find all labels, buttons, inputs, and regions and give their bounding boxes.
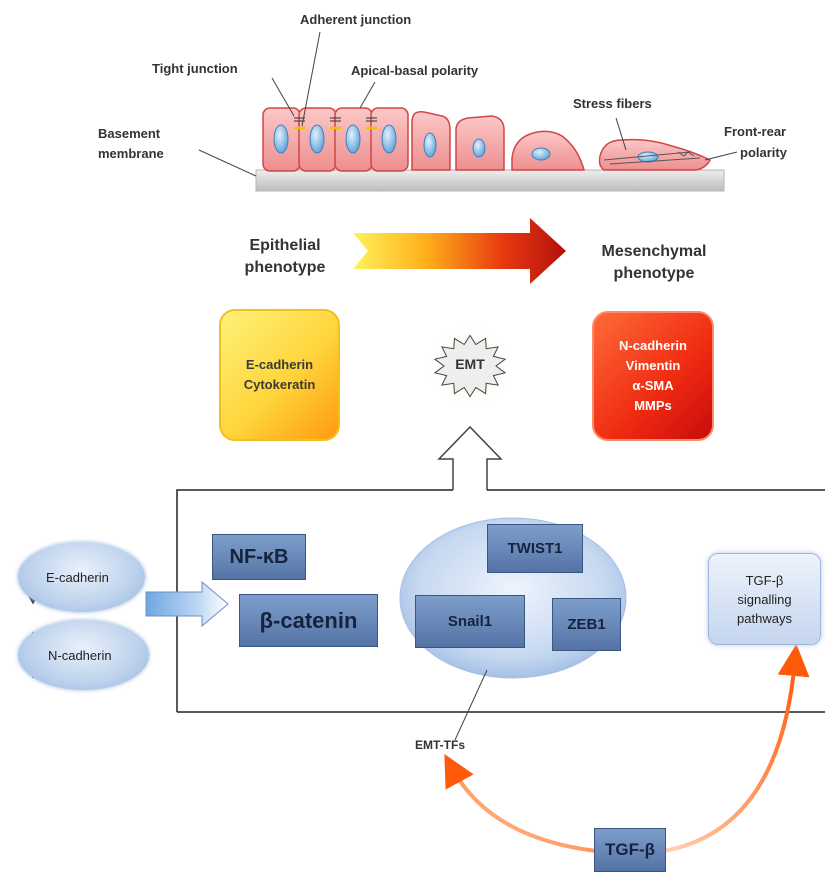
e-cadherin-ellipse: E-cadherin bbox=[18, 542, 145, 612]
tgf-pathways-line2: signalling bbox=[737, 591, 792, 607]
basement-membrane-label-line1: Basement bbox=[98, 126, 161, 141]
tight-junction-label: Tight junction bbox=[152, 61, 238, 76]
mesenchymal-phenotype-line2: phenotype bbox=[613, 265, 695, 282]
tgf-to-pathways-arrow bbox=[663, 644, 810, 853]
basement-membrane-label-line2: membrane bbox=[98, 146, 164, 161]
n-cadherin-ellipse: N-cadherin bbox=[18, 620, 149, 690]
marker-e-cadherin: E-cadherin bbox=[245, 357, 314, 372]
leader-lines bbox=[198, 31, 738, 177]
epithelial-cells bbox=[262, 107, 409, 172]
mesenchymal-phenotype-label: Mesenchymal phenotype bbox=[584, 241, 724, 285]
nucleus bbox=[531, 147, 551, 161]
front-rear-polarity-label-line1: Front-rear bbox=[724, 124, 787, 139]
transitioning-cells bbox=[411, 110, 712, 171]
epithelial-phenotype-label: Epithelial phenotype bbox=[225, 235, 345, 279]
snail1-box: Snail1 bbox=[415, 595, 525, 648]
beta-catenin-box: β-catenin bbox=[239, 594, 378, 647]
epithelial-phenotype-line1: Epithelial bbox=[249, 237, 321, 254]
epithelial-phenotype-line2: phenotype bbox=[244, 259, 326, 276]
marker-mmps: MMPs bbox=[634, 398, 672, 413]
zeb1-box: ZEB1 bbox=[552, 598, 621, 651]
marker-alpha-sma: α-SMA bbox=[632, 378, 674, 393]
stress-fibers-label: Stress fibers bbox=[573, 96, 652, 111]
nfkb-box: NF-κB bbox=[212, 534, 306, 580]
nucleus bbox=[345, 124, 361, 154]
emt-starburst bbox=[433, 334, 507, 398]
emt-tfs-leader bbox=[454, 669, 488, 741]
front-rear-polarity-label-line2: polarity bbox=[740, 145, 787, 160]
tgf-beta-box: TGF-β bbox=[594, 828, 666, 872]
tgf-pathways-line1: TGF-β bbox=[745, 572, 784, 588]
mesenchymal-phenotype-line1: Mesenchymal bbox=[601, 243, 707, 260]
epithelial-markers-box: E-cadherin Cytokeratin bbox=[219, 309, 340, 441]
nucleus bbox=[472, 138, 486, 158]
nucleus bbox=[381, 124, 397, 154]
tgf-pathways-line3: pathways bbox=[737, 610, 792, 626]
emt-tfs-label: EMT-TFs bbox=[415, 738, 465, 752]
twist1-box: TWIST1 bbox=[487, 524, 583, 573]
basement-membrane bbox=[255, 169, 725, 192]
cadherin-arrow bbox=[145, 580, 229, 628]
marker-vimentin: Vimentin bbox=[625, 358, 681, 373]
marker-cytokeratin: Cytokeratin bbox=[243, 377, 316, 392]
apical-basal-polarity-label: Apical-basal polarity bbox=[351, 63, 479, 78]
upward-arrow bbox=[437, 425, 503, 490]
adherent-junction-label: Adherent junction bbox=[300, 12, 412, 27]
cell-junctions bbox=[294, 117, 377, 130]
n-cadherin-label: N-cadherin bbox=[48, 647, 112, 663]
mesenchymal-markers-box: N-cadherin Vimentin α-SMA MMPs bbox=[592, 311, 714, 441]
tgf-beta-pathways-box: TGF-β signalling pathways bbox=[708, 553, 821, 645]
marker-n-cadherin: N-cadherin bbox=[619, 338, 687, 353]
frame-top bbox=[176, 489, 825, 712]
nuclei bbox=[273, 124, 659, 163]
nucleus bbox=[273, 124, 289, 154]
tgf-to-emt-tfs-arrow bbox=[444, 753, 597, 853]
e-cadherin-label: E-cadherin bbox=[46, 569, 109, 585]
emt-transition-arrow bbox=[353, 218, 566, 284]
nucleus bbox=[309, 124, 325, 154]
emt-label: EMT bbox=[455, 356, 485, 372]
stress-fiber-lines bbox=[603, 151, 701, 165]
nucleus bbox=[423, 132, 437, 158]
